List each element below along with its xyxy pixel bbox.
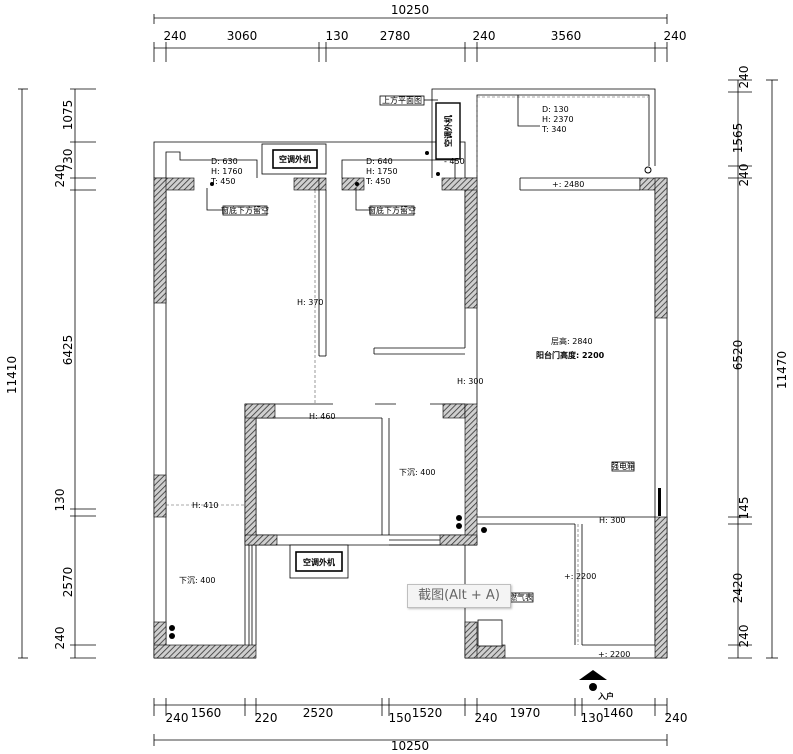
room2-t: T: 450	[365, 177, 391, 186]
entry-arrow-icon	[579, 670, 607, 680]
bottom-dim-8: 1970	[510, 706, 541, 720]
top-dim-2: 3060	[227, 29, 258, 43]
plus2480-label: +: 2480	[552, 180, 584, 189]
bottom-dim-11: 240	[665, 711, 688, 725]
right-dim-4: 6520	[731, 340, 745, 371]
ceiling-height: 层高: 2840	[551, 336, 593, 346]
bottom-dimension: 240 1560 220 2520 150 1520 240 1970 130 …	[153, 698, 688, 753]
bottom-dim-1: 240	[166, 711, 189, 725]
left-dim-3: 730	[61, 149, 75, 172]
bottom-dim-4: 2520	[303, 706, 334, 720]
ac-unit-vertical	[435, 102, 461, 160]
bottom-total-dim: 10250	[391, 739, 429, 753]
top-dim-5: 240	[473, 29, 496, 43]
h300b-label: H: 300	[599, 516, 626, 525]
left-dim-1: 1075	[61, 100, 75, 131]
plus2200a-label: +: 2200	[564, 572, 596, 581]
top-dimension: 10250 240 3060 130 2780 240 3560 240	[153, 3, 687, 62]
structural-walls	[153, 177, 668, 659]
ac-unit-bottom-label: 空调外机	[303, 557, 335, 567]
ac-unit-top-label: 空调外机	[279, 154, 311, 164]
left-dim-2: 240	[53, 165, 67, 188]
beam-note-1: 窗底下方留空	[221, 205, 269, 215]
left-dim-4: 6425	[61, 335, 75, 366]
entry-dot-icon	[589, 683, 597, 691]
top-dim-1: 240	[164, 29, 187, 43]
sink-label-1: 下沉: 400	[399, 468, 436, 477]
top-dim-7: 240	[664, 29, 687, 43]
entry-label: 入户	[597, 691, 614, 701]
plus2200b-label: +: 2200	[598, 650, 630, 659]
top-total-dim: 10250	[391, 3, 429, 17]
right-total-dim: 11470	[775, 351, 789, 389]
meter-label: 强电箱	[611, 461, 635, 471]
balcony-d: D: 130	[542, 105, 569, 114]
fixtures: 空调外机 空调外机 空调外机 强电箱 入户	[169, 102, 661, 701]
right-dim-5: 145	[737, 497, 751, 520]
drain-icon	[169, 151, 652, 639]
bottom-dim-3: 220	[255, 711, 278, 725]
top-dim-6: 3560	[551, 29, 582, 43]
right-dim-6: 2420	[731, 573, 745, 604]
balcony-t: T: 340	[541, 125, 567, 134]
h410-label: H: 410	[192, 501, 219, 510]
left-total-dim: 11410	[5, 356, 19, 394]
room1-t: T: 450	[210, 177, 236, 186]
right-dim-3: 240	[737, 164, 751, 187]
beam-note-3: 上方平面图	[382, 95, 422, 105]
left-dim-5: 130	[53, 489, 67, 512]
beam-note-2: 窗底下方留空	[368, 205, 416, 215]
right-dim-7: 240	[737, 625, 751, 648]
top-dim-3: 130	[326, 29, 349, 43]
annotations: D: 630 H: 1760 T: 450 D: 640 H: 1750 T: …	[179, 95, 630, 659]
right-dim-2: 1565	[731, 123, 745, 154]
bottom-dim-7: 240	[475, 711, 498, 725]
room2-d: D: 640	[366, 157, 393, 166]
right-dimension: 240 1565 240 6520 145 2420 240 11470	[728, 66, 789, 659]
bottom-dim-9: 130	[581, 711, 604, 725]
ac-unit-vertical-label: 空调外机	[443, 115, 453, 147]
h460-label: H: 460	[309, 412, 336, 421]
bottom-dim-2: 1560	[191, 706, 222, 720]
left-dim-6: 2570	[61, 567, 75, 598]
room2-h: H: 1750	[366, 167, 398, 176]
room1-h: H: 1760	[211, 167, 243, 176]
left-dim-7: 240	[53, 627, 67, 650]
screenshot-tooltip: 截图(Alt + A)	[407, 584, 511, 608]
balcony-door-height: 阳台门高度: 2200	[536, 350, 605, 360]
room1-d: D: 630	[211, 157, 238, 166]
left-dimension: 11410 1075 240 730 6425 130 2570 240	[5, 88, 96, 659]
bottom-dim-10: 1460	[603, 706, 634, 720]
h450-label: - 450	[444, 157, 465, 166]
right-dim-1: 240	[737, 66, 751, 89]
top-dim-4: 2780	[380, 29, 411, 43]
sink-label-2: 下沉: 400	[179, 576, 216, 585]
gas-label: 燃气表	[509, 592, 533, 602]
h300a-label: H: 300	[457, 377, 484, 386]
electric-box	[658, 488, 661, 516]
gas-area	[477, 619, 503, 647]
bottom-dim-5: 150	[389, 711, 412, 725]
bottom-dim-6: 1520	[412, 706, 443, 720]
h370-label: H: 370	[297, 298, 324, 307]
balcony-h: H: 2370	[542, 115, 574, 124]
